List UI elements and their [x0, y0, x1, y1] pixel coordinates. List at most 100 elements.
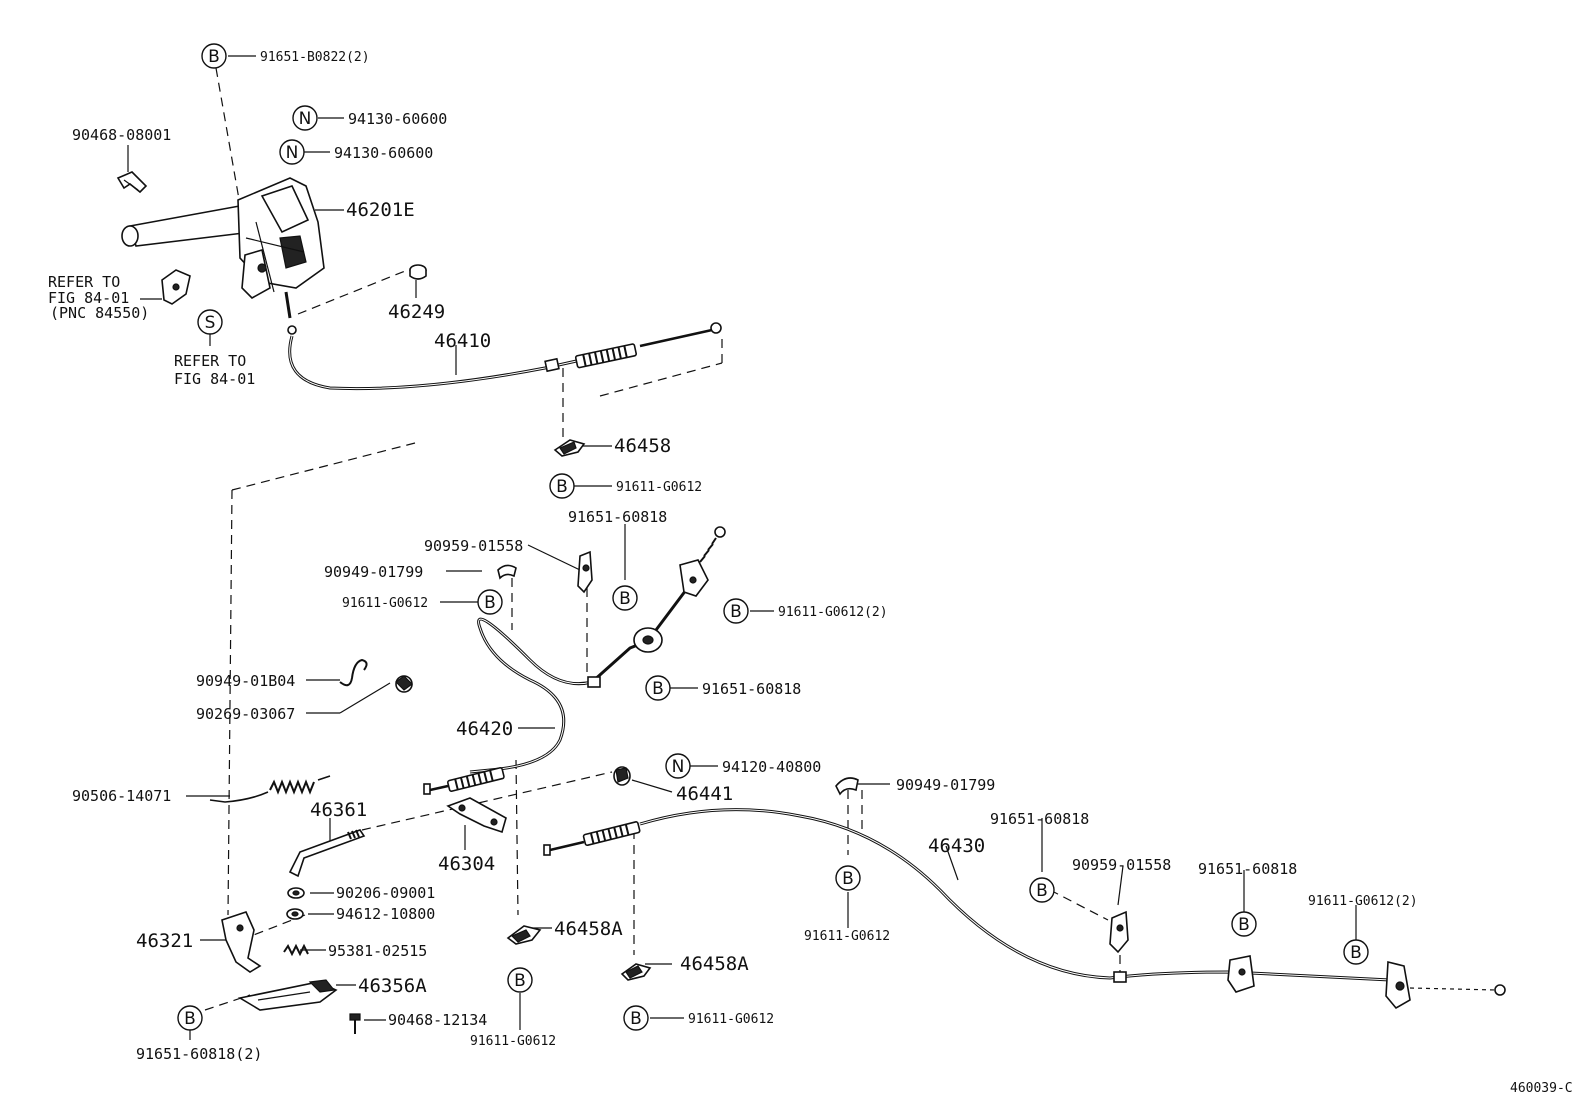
- label-90959-01558-b: 90959-01558: [1072, 856, 1171, 874]
- badge-b-91611-g0612-a: B: [549, 473, 575, 499]
- label-91611-g0612-a: 91611-G0612: [616, 480, 702, 495]
- part-labels: 91651-B0822(2) 94130-60600 94130-60600 9…: [48, 50, 1573, 1096]
- badge-b-91651-60818-a: B: [612, 585, 638, 611]
- svg-text:B: B: [630, 1009, 642, 1029]
- label-90468-12134: 90468-12134: [388, 1011, 487, 1029]
- label-46420: 46420: [456, 718, 513, 740]
- grommet-46249: [409, 264, 427, 280]
- badge-n-94120-40800: N: [665, 753, 691, 779]
- badge-b-91611-g0612-e: B: [623, 1005, 649, 1031]
- label-46321: 46321: [136, 930, 193, 952]
- label-91651-60818-b: 91651-60818: [702, 680, 801, 698]
- label-91611-g0612-b: 91611-G0612: [342, 596, 428, 611]
- svg-text:B: B: [184, 1009, 196, 1029]
- lever-46321: [221, 911, 262, 973]
- clip-90949-01b04: [339, 658, 368, 687]
- badge-b-91611-g0612-2a: B: [723, 598, 749, 624]
- label-90949-01799-a: 90949-01799: [324, 563, 423, 581]
- rear-cable-46430: [543, 808, 1506, 1010]
- front-cable-46410: [284, 291, 722, 391]
- cap-90269-03067: [395, 675, 413, 693]
- label-90949-01799-b: 90949-01799: [896, 776, 995, 794]
- svg-text:B: B: [514, 971, 526, 991]
- washer-94612-10800: [286, 908, 304, 920]
- svg-text:B: B: [208, 47, 220, 67]
- rod-46361: [288, 829, 366, 878]
- spring-90506-14071: [209, 775, 331, 803]
- bracket-46304: [446, 797, 507, 834]
- nut-46441: [613, 766, 631, 786]
- label-46430: 46430: [928, 835, 985, 857]
- label-46458: 46458: [614, 435, 671, 457]
- label-46410: 46410: [434, 330, 491, 352]
- svg-text:B: B: [484, 593, 496, 613]
- label-91651-60818-c: 91651-60818: [990, 810, 1089, 828]
- label-91611-g0612-d: 91611-G0612: [470, 1034, 556, 1049]
- clamp-46458a-right: [620, 963, 652, 981]
- label-91611-g0612-e: 91611-G0612: [688, 1012, 774, 1027]
- refer-note-1-line-3: (PNC 84550): [50, 304, 149, 322]
- label-46201e: 46201E: [346, 199, 415, 221]
- clip-90468-08001: [116, 171, 148, 194]
- badge-b-91611-g0612-d: B: [507, 967, 533, 993]
- svg-text:B: B: [1238, 915, 1250, 935]
- label-94130-60600-a: 94130-60600: [348, 110, 447, 128]
- svg-text:B: B: [619, 589, 631, 609]
- refer-note-2-line-2: FIG 84-01: [174, 370, 255, 388]
- badge-b-91611-g0612-b: B: [477, 589, 503, 615]
- refer-note-1-line-1: REFER TO: [48, 273, 120, 291]
- label-46441: 46441: [676, 783, 733, 805]
- label-90468-08001: 90468-08001: [72, 126, 171, 144]
- badge-b-91651-60818-c: B: [1029, 877, 1055, 903]
- svg-text:B: B: [1350, 943, 1362, 963]
- label-95381-02515: 95381-02515: [328, 942, 427, 960]
- svg-text:N: N: [286, 143, 299, 163]
- refer-note-1-line-2: FIG 84-01: [48, 289, 129, 307]
- retainer-90959-01558-upper: [577, 550, 593, 594]
- badge-b-91611-g0612-2b: B: [1343, 939, 1369, 965]
- plate-46356a: [237, 979, 338, 1011]
- label-91611-g0612-c: 91611-G0612: [804, 929, 890, 944]
- bolt-90468-12134: [349, 1013, 361, 1034]
- label-90269-03067: 90269-03067: [196, 705, 295, 723]
- label-94120-40800: 94120-40800: [722, 758, 821, 776]
- washer-90206-09001: [287, 887, 305, 899]
- clip-90949-01799-lower: [835, 777, 859, 796]
- label-46304: 46304: [438, 853, 495, 875]
- svg-text:B: B: [652, 679, 664, 699]
- svg-text:B: B: [730, 602, 742, 622]
- label-46361: 46361: [310, 799, 367, 821]
- clip-90949-01799-upper: [497, 564, 517, 580]
- label-46458a-right: 46458A: [680, 953, 749, 975]
- label-94130-60600-b: 94130-60600: [334, 144, 433, 162]
- label-91651-60818-2: 91651-60818(2): [136, 1045, 262, 1063]
- label-90206-09001: 90206-09001: [336, 884, 435, 902]
- dashed-assembly-lines: [204, 67, 1121, 1011]
- label-46356a: 46356A: [358, 975, 427, 997]
- clamp-46458: [553, 439, 586, 457]
- svg-text:B: B: [1036, 881, 1048, 901]
- badge-b-91651-60818-2: B: [177, 1005, 203, 1031]
- diagram-id: 460039-C: [1510, 1081, 1573, 1096]
- badge-b-91651-60818-b: B: [645, 675, 671, 701]
- label-91611-g0612-2b: 91611-G0612(2): [1308, 894, 1418, 909]
- badge-b-91651-60818-d: B: [1231, 911, 1257, 937]
- label-91611-g0612-2a: 91611-G0612(2): [778, 605, 888, 620]
- bracket-pnc-84550: [161, 269, 191, 305]
- svg-text:N: N: [299, 109, 312, 129]
- refer-note-2-line-1: REFER TO: [174, 352, 246, 370]
- svg-text:B: B: [556, 477, 568, 497]
- svg-text:B: B: [842, 869, 854, 889]
- label-46458a-left: 46458A: [554, 918, 623, 940]
- intermediate-cable-46420: [423, 526, 726, 795]
- badge-b-91651-b0822: B: [201, 43, 227, 69]
- label-90959-01558-a: 90959-01558: [424, 537, 523, 555]
- pin-95381-02515: [283, 943, 309, 957]
- badge-b-91611-g0612-c: B: [835, 865, 861, 891]
- leader-lines: [127, 55, 1357, 1040]
- label-91651-b0822: 91651-B0822(2): [260, 50, 370, 65]
- label-90506-14071: 90506-14071: [72, 787, 171, 805]
- badge-n-94130-60600-a: N: [292, 105, 318, 131]
- label-90949-01b04: 90949-01B04: [196, 672, 295, 690]
